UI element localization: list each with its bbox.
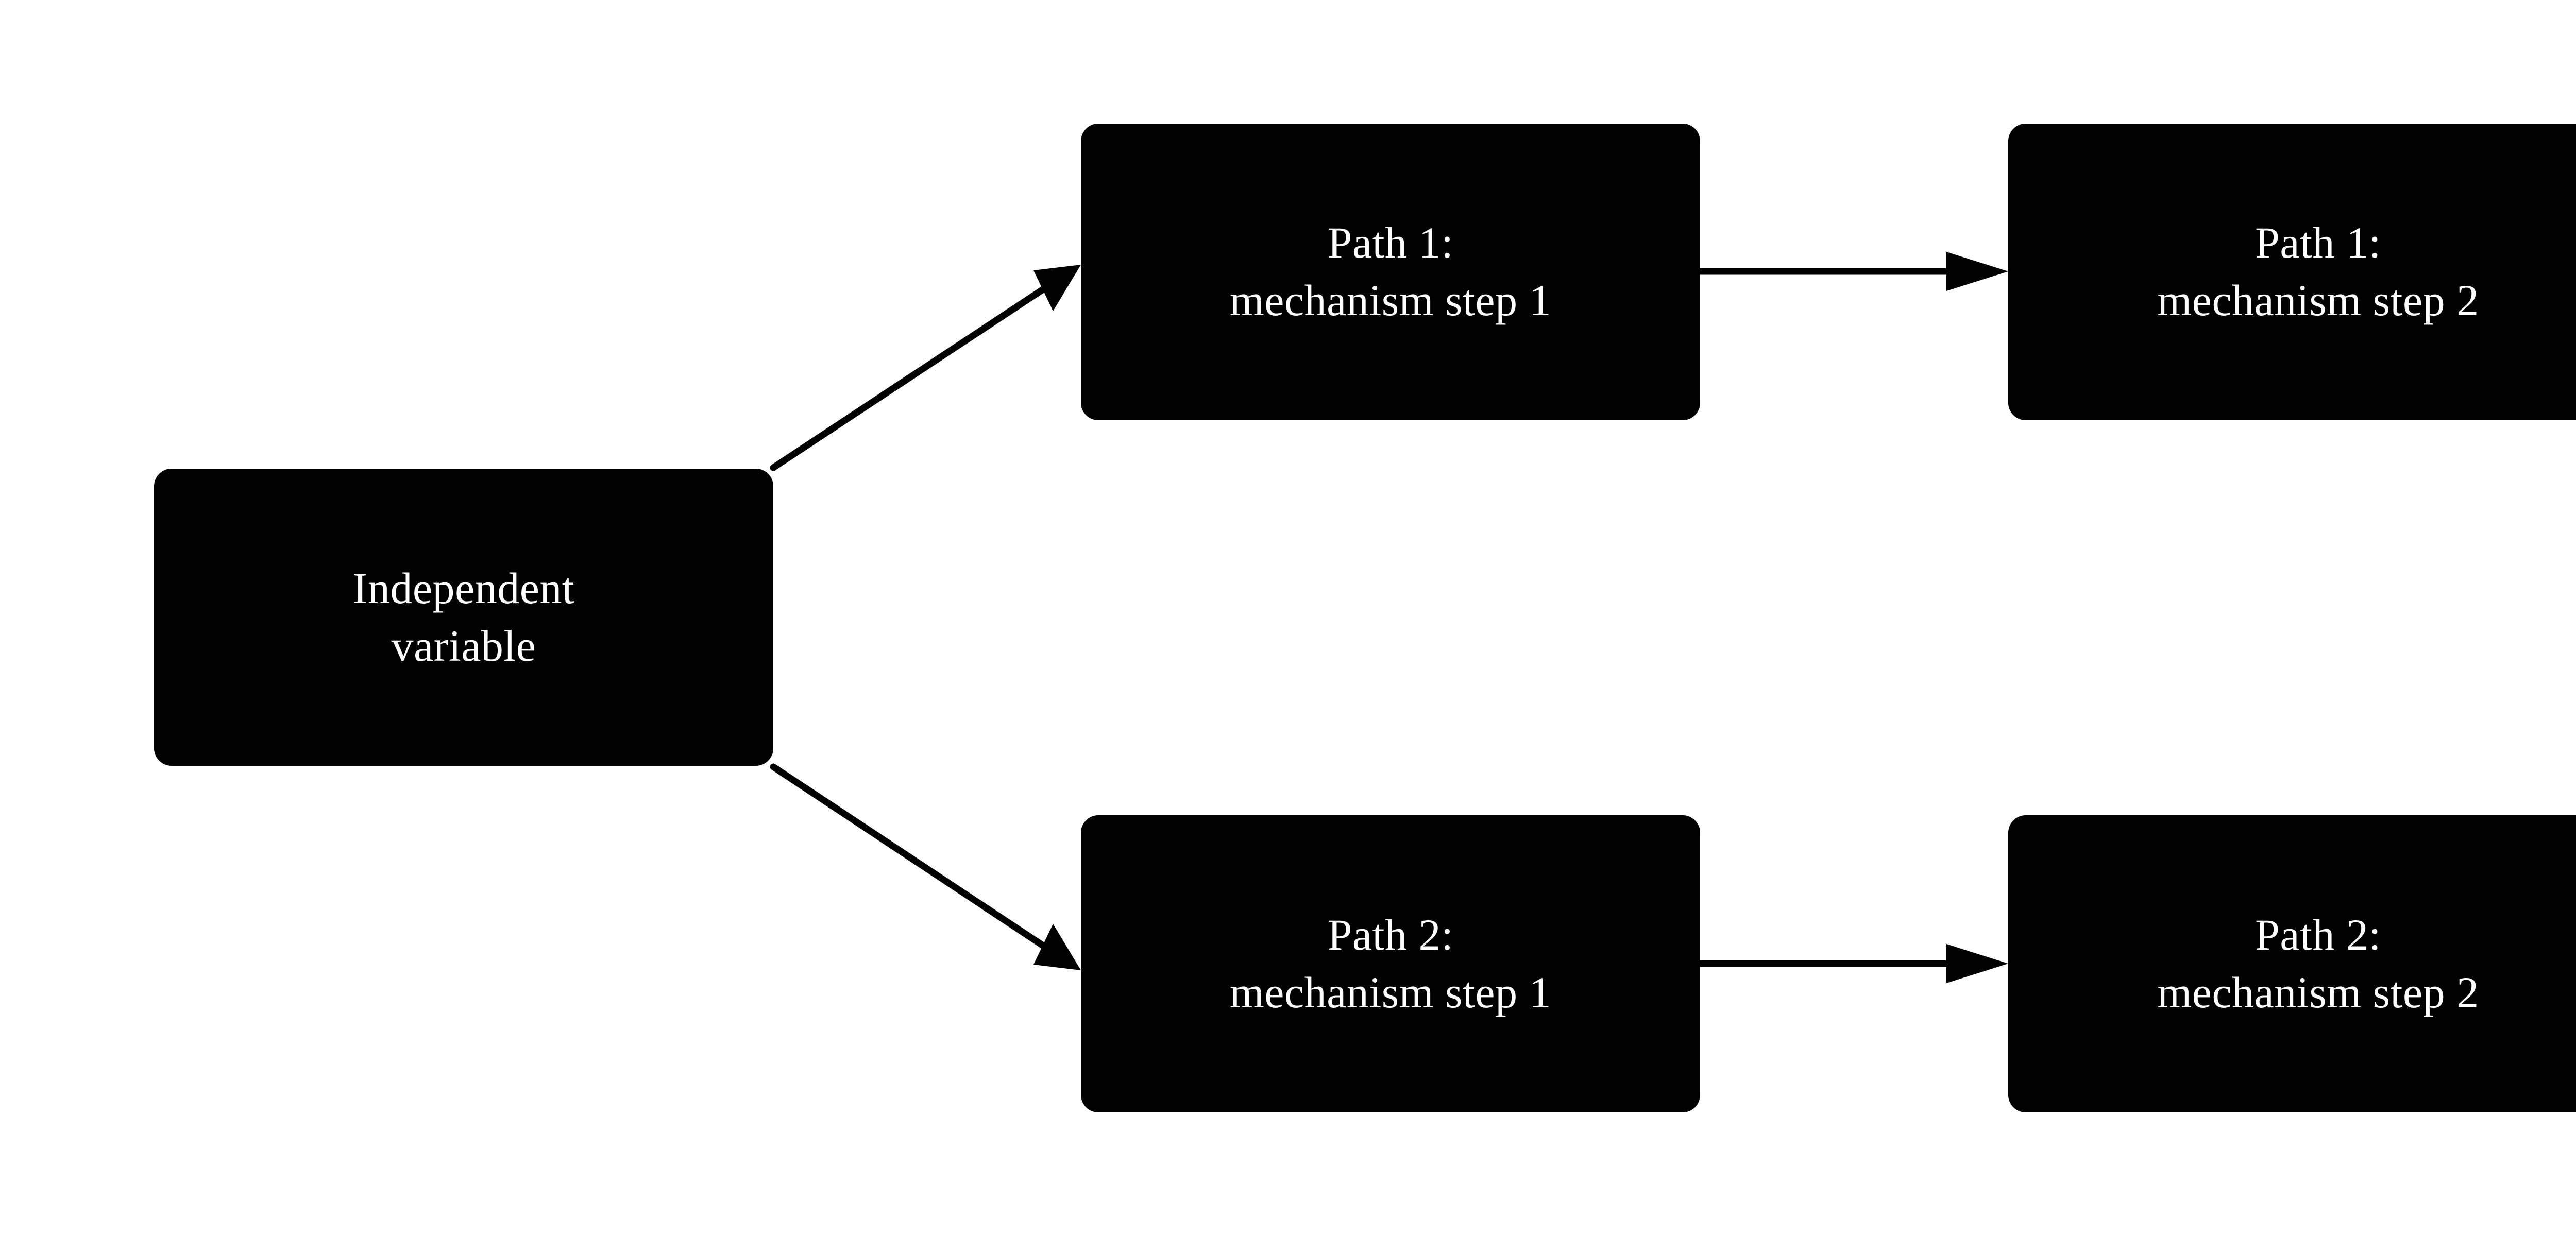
edge-iv-to-path2-step1 [770,763,1081,970]
node-path1-step1[interactable]: Path 1: mechanism step 1 [1081,124,1700,420]
edge-iv-to-path1-step1 [770,265,1081,471]
node-label-independent-variable: Independent variable [352,563,575,671]
arrowhead-icon [1946,252,2008,291]
arrowhead-icon [1033,924,1081,970]
arrowhead-icon [1946,944,2008,983]
node-label-path2-step2: Path 2: mechanism step 2 [2157,909,2479,1017]
node-label-path1-step2: Path 1: mechanism step 2 [2157,218,2479,325]
edge-path1-step1-to-path1-step2 [1700,252,2008,291]
node-label-path1-step1: Path 1: mechanism step 1 [1229,218,1552,325]
edge-line [770,281,1054,471]
node-path2-step2[interactable]: Path 2: mechanism step 2 [2008,815,2576,1112]
edge-line [770,763,1054,954]
edge-path2-step1-to-path2-step2 [1700,944,2008,983]
node-path1-step2[interactable]: Path 1: mechanism step 2 [2008,124,2576,420]
node-path2-step1[interactable]: Path 2: mechanism step 1 [1081,815,1700,1112]
node-independent-variable[interactable]: Independent variable [154,469,773,766]
node-label-path2-step1: Path 2: mechanism step 1 [1229,909,1552,1017]
arrowhead-icon [1033,265,1081,311]
